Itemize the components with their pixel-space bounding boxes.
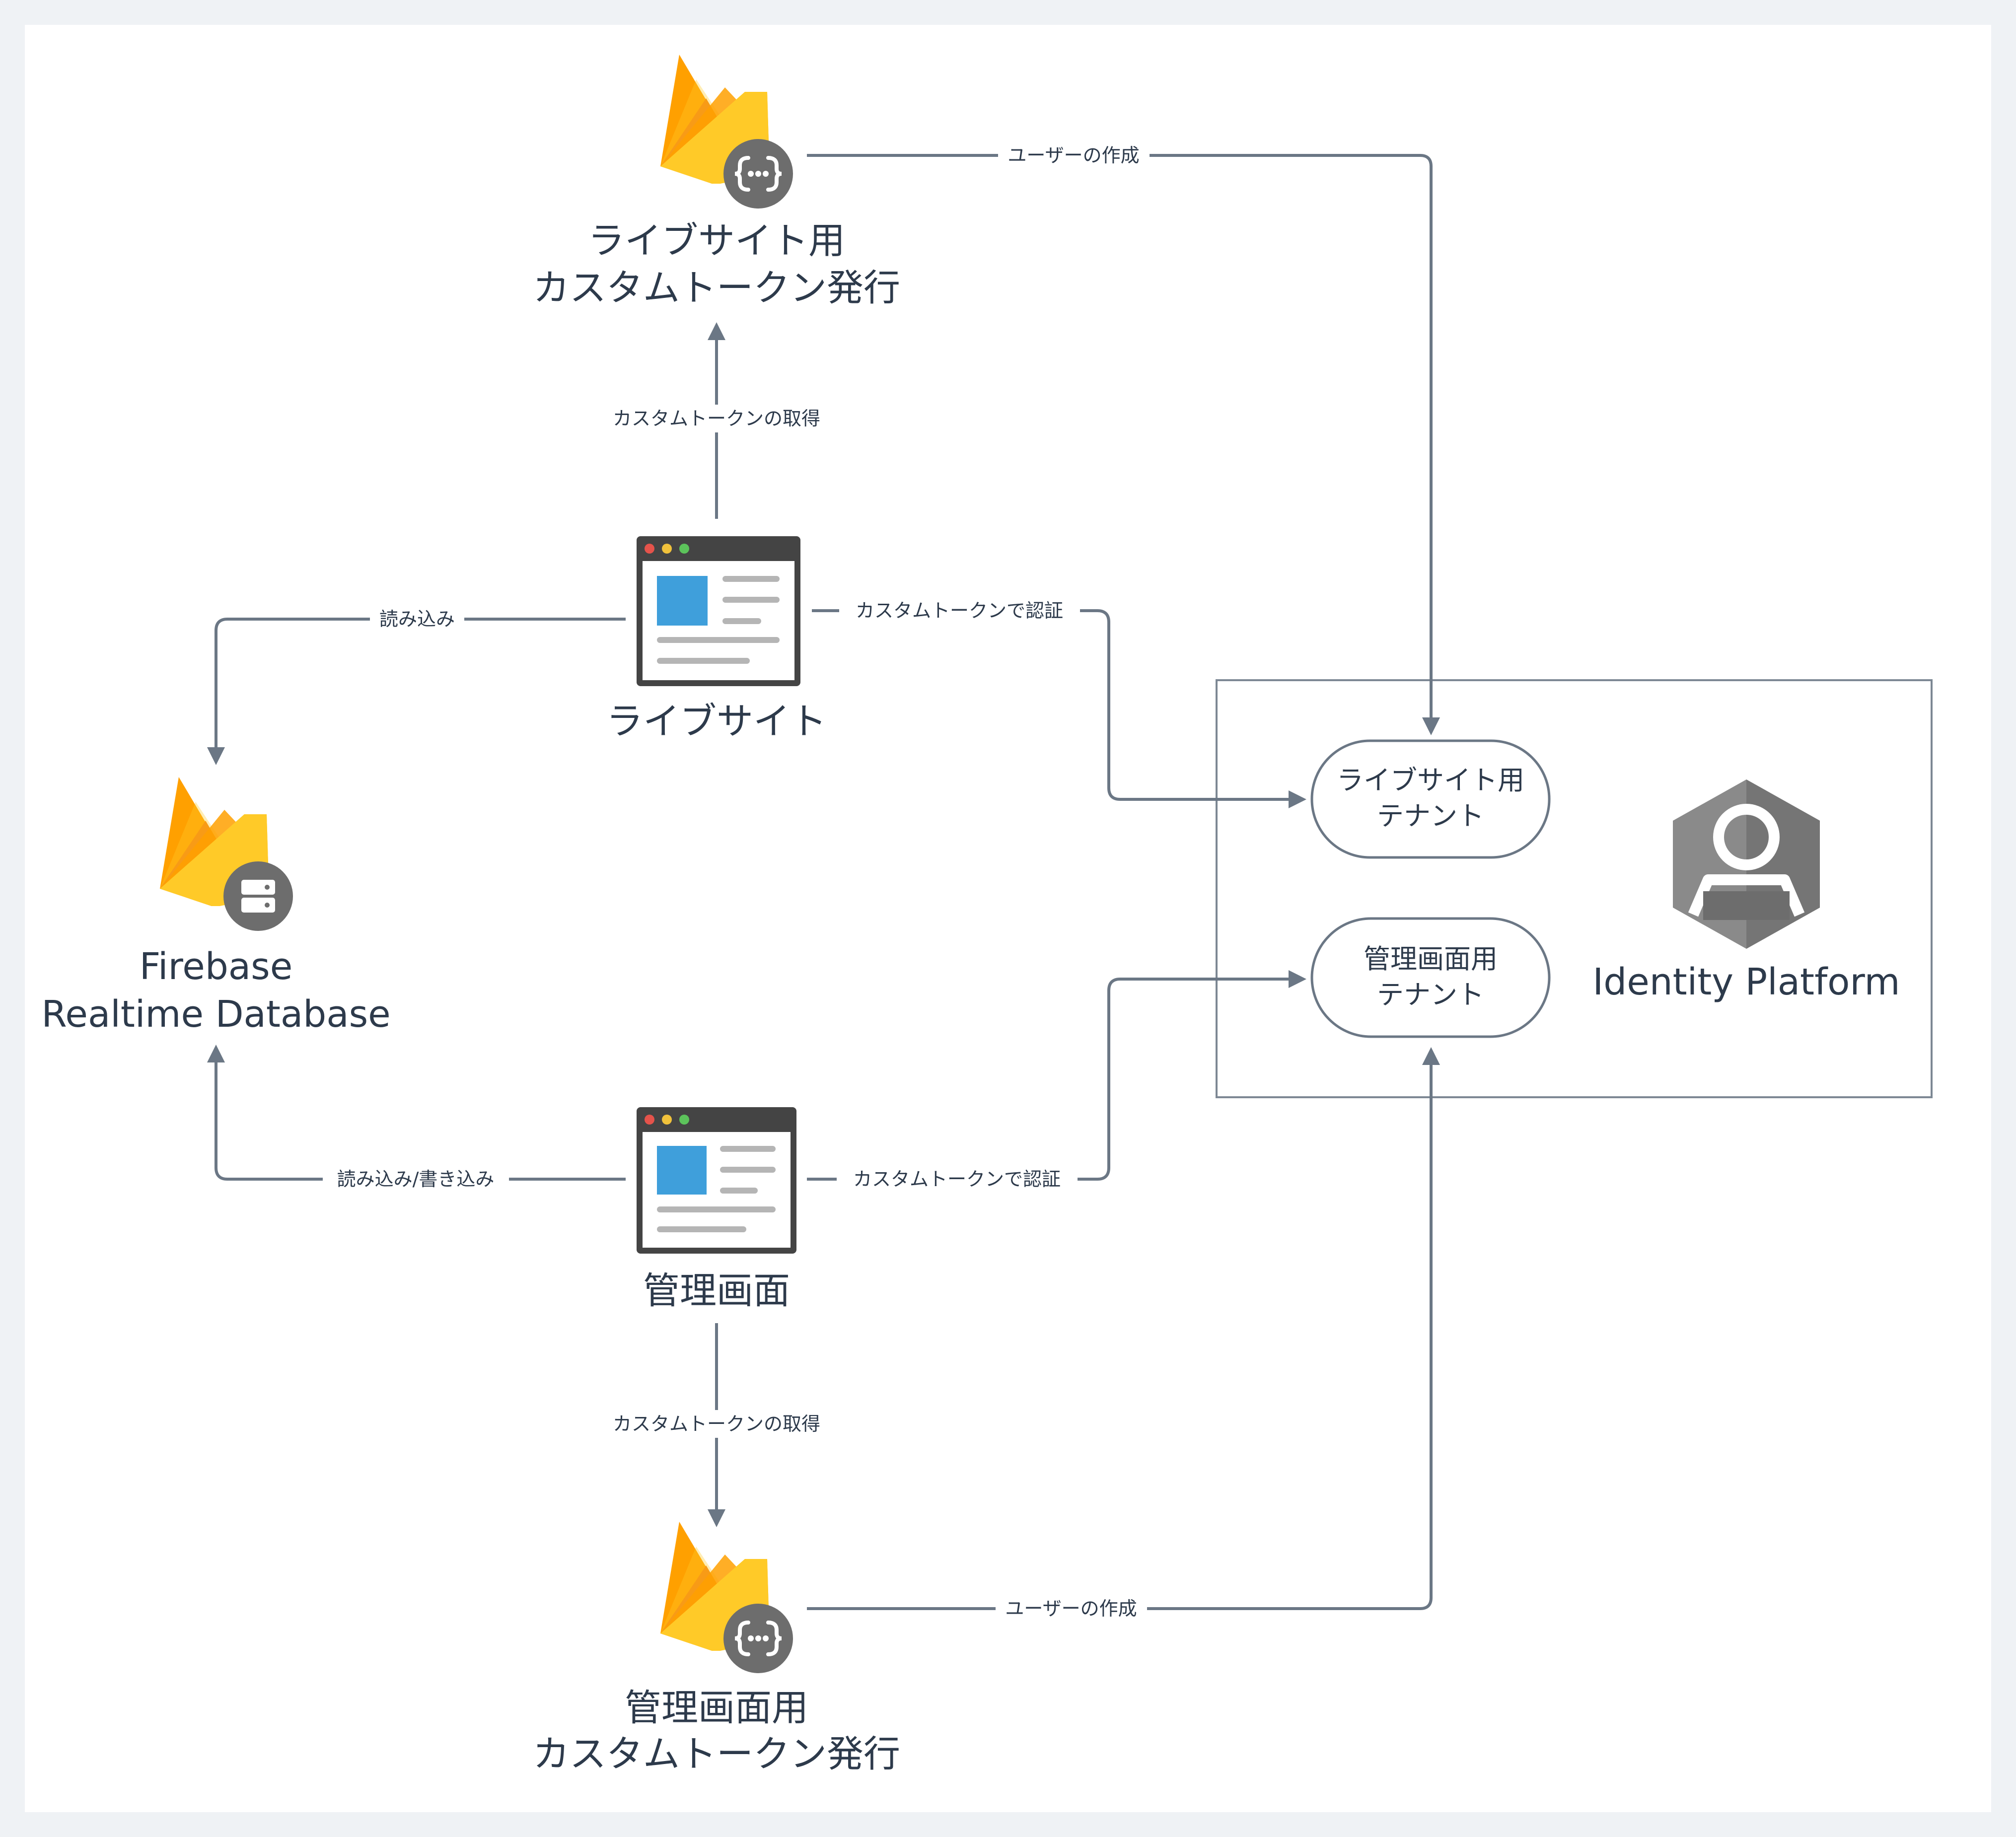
diagram-canvas	[25, 25, 1991, 1812]
identity-platform-icon	[1673, 779, 1820, 949]
tenant-admin-line1: 管理画面用	[1364, 943, 1498, 975]
browser-window-icon	[637, 1107, 796, 1254]
edge-label-admin-create-user: ユーザーの作成	[1005, 1598, 1137, 1620]
edge-admin-auth	[807, 970, 1306, 1181]
identity-platform-boundary	[1216, 679, 1933, 1098]
tenant-live-line2: テナント	[1377, 800, 1484, 832]
database-badge-icon	[223, 861, 293, 931]
edge-live-create-user	[807, 154, 1440, 735]
identity-platform-title: Identity Platform	[1592, 961, 1900, 1003]
edge-label-live-create-user: ユーザーの作成	[1008, 144, 1139, 166]
edge-admin-create-user	[807, 1047, 1440, 1610]
live-token-title-line2: カスタムトークン発行	[533, 267, 900, 309]
admin-site-title: 管理画面	[643, 1270, 790, 1312]
admin-token-title-line2: カスタムトークン発行	[533, 1733, 900, 1775]
browser-window-icon	[637, 536, 800, 686]
node-live-site[interactable]: ライブサイト	[606, 536, 827, 743]
rtdb-title-line2: Realtime Database	[41, 993, 390, 1036]
edge-label-live-auth: カスタムトークンで認証	[856, 600, 1063, 622]
edge-live-read	[207, 618, 626, 765]
node-admin-site[interactable]: 管理画面	[637, 1107, 796, 1312]
edge-label-admin-get-token: カスタムトークンの取得	[613, 1413, 820, 1435]
edge-live-auth	[812, 609, 1306, 808]
cloud-functions-badge-icon	[723, 1604, 793, 1673]
live-site-title: ライブサイト	[606, 700, 827, 743]
node-live-token-issuer[interactable]: ライブサイト用 カスタムトークン発行	[533, 55, 900, 309]
edge-label-admin-readwrite: 読み込み/書き込み	[337, 1168, 495, 1190]
tenant-admin[interactable]: 管理画面用 テナント	[1310, 917, 1551, 1038]
node-admin-token-issuer[interactable]: 管理画面用 カスタムトークン発行	[533, 1522, 900, 1775]
edge-label-live-read: 読み込み	[379, 608, 455, 630]
cloud-functions-badge-icon	[723, 139, 793, 209]
edge-admin-readwrite	[207, 1045, 626, 1181]
live-token-title-line1: ライブサイト用	[588, 219, 845, 262]
tenant-live-site[interactable]: ライブサイト用 テナント	[1310, 739, 1551, 859]
tenant-live-line1: ライブサイト用	[1337, 765, 1524, 796]
node-identity-platform[interactable]: Identity Platform	[1592, 779, 1900, 1003]
node-realtime-database[interactable]: Firebase Realtime Database	[41, 777, 391, 1036]
admin-token-title-line1: 管理画面用	[625, 1687, 808, 1729]
edge-label-admin-auth: カスタムトークンで認証	[853, 1168, 1061, 1190]
rtdb-title-line1: Firebase	[140, 945, 292, 988]
tenant-admin-line2: テナント	[1377, 979, 1484, 1010]
edge-label-live-get-token: カスタムトークンの取得	[613, 408, 820, 429]
